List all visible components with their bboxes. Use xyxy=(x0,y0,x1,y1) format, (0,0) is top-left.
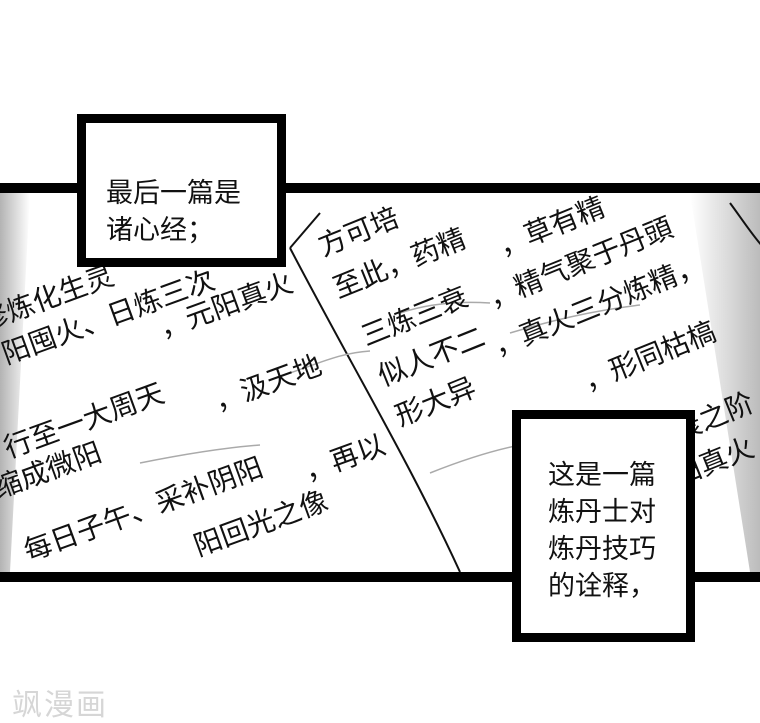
caption-line: 诸心经； xyxy=(106,215,214,246)
right-page-edge xyxy=(729,202,760,245)
right-shadow xyxy=(690,193,760,572)
caption-box-top-left: 最后一篇是 诸心经； xyxy=(77,114,286,267)
caption-line: 炼丹技巧 xyxy=(548,534,656,565)
caption-line: 的诠释， xyxy=(548,571,656,602)
book-spine xyxy=(289,247,461,572)
caption-line: 这是一篇 xyxy=(548,460,656,491)
book-illustration xyxy=(0,193,760,572)
left-shadow xyxy=(0,193,30,572)
caption-box-bottom-right: 这是一篇 炼丹士对 炼丹技巧 的诠释， xyxy=(512,410,695,642)
watermark-logo: 飒漫画 xyxy=(12,688,108,723)
caption-line: 炼丹士对 xyxy=(548,497,656,528)
caption-line: 最后一篇是 xyxy=(106,178,241,209)
